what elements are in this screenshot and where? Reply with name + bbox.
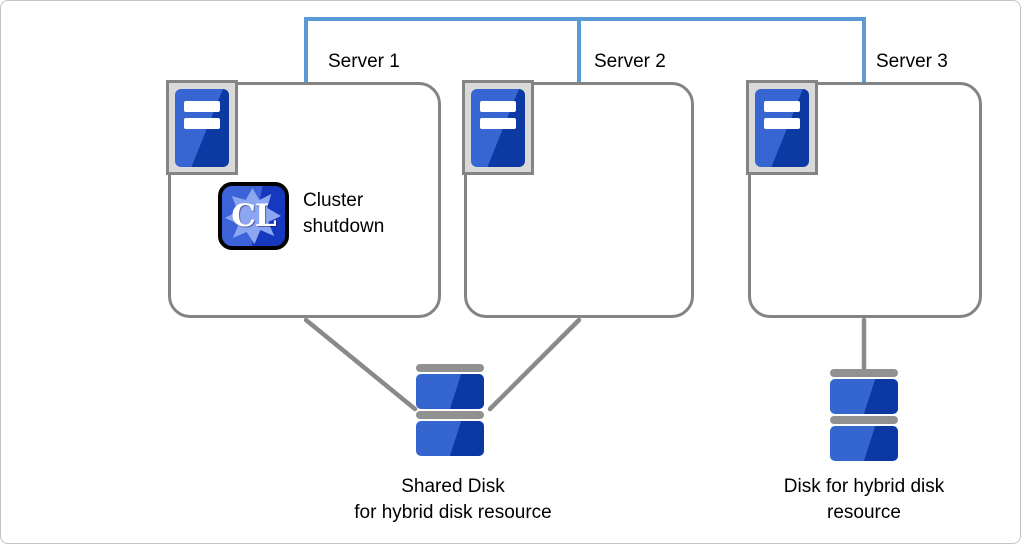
disk-platter-icon bbox=[416, 374, 484, 409]
server-2-label: Server 2 bbox=[594, 51, 666, 72]
network-trunk-line bbox=[304, 17, 866, 21]
disk-platter-icon bbox=[830, 379, 898, 414]
server-tower-icon bbox=[471, 89, 525, 167]
disk-cap-icon bbox=[830, 369, 898, 377]
server-3-label: Server 3 bbox=[876, 51, 948, 72]
disk-platter-icon bbox=[830, 426, 898, 461]
cl-cluster-icon: CL bbox=[218, 182, 289, 250]
tower-slot bbox=[480, 118, 516, 129]
server-3-tower-icon bbox=[746, 80, 818, 175]
hybrid-disk-label-line2: resource bbox=[827, 502, 901, 523]
server-tower-icon bbox=[755, 89, 809, 167]
tower-slot bbox=[184, 101, 220, 112]
network-drop-line-server-1 bbox=[304, 17, 308, 84]
disk-cap-icon bbox=[830, 416, 898, 424]
shared-disk-label-line1: Shared Disk bbox=[401, 476, 505, 497]
cluster-starburst-icon bbox=[224, 188, 282, 244]
server-2-tower-icon bbox=[462, 80, 534, 175]
connector-server2-shared-disk bbox=[487, 317, 582, 412]
shared-disk-icon bbox=[416, 364, 484, 456]
hybrid-disk-label-line1: Disk for hybrid disk bbox=[783, 476, 945, 497]
tower-slot bbox=[184, 118, 220, 129]
network-drop-line-server-2 bbox=[577, 17, 581, 84]
tower-slot bbox=[480, 101, 516, 112]
shared-disk-label: Shared Disk for hybrid disk resource bbox=[303, 474, 603, 526]
network-drop-line-server-3 bbox=[862, 17, 866, 84]
cluster-shutdown-label: Cluster shutdown bbox=[303, 190, 385, 237]
shared-disk-label-line2: for hybrid disk resource bbox=[354, 502, 552, 523]
server-tower-icon bbox=[175, 89, 229, 167]
hybrid-disk-label: Disk for hybrid disk resource bbox=[734, 474, 994, 526]
tower-slot bbox=[764, 118, 800, 129]
disk-cap-icon bbox=[416, 364, 484, 372]
connector-server1-shared-disk bbox=[303, 317, 418, 412]
hybrid-disk-icon bbox=[830, 369, 898, 461]
server-1-tower-icon bbox=[166, 80, 238, 175]
disk-cap-icon bbox=[416, 411, 484, 419]
disk-platter-icon bbox=[416, 421, 484, 456]
tower-slot bbox=[764, 101, 800, 112]
cl-icon-text: CL bbox=[231, 198, 276, 234]
server-1-label: Server 1 bbox=[328, 51, 400, 72]
